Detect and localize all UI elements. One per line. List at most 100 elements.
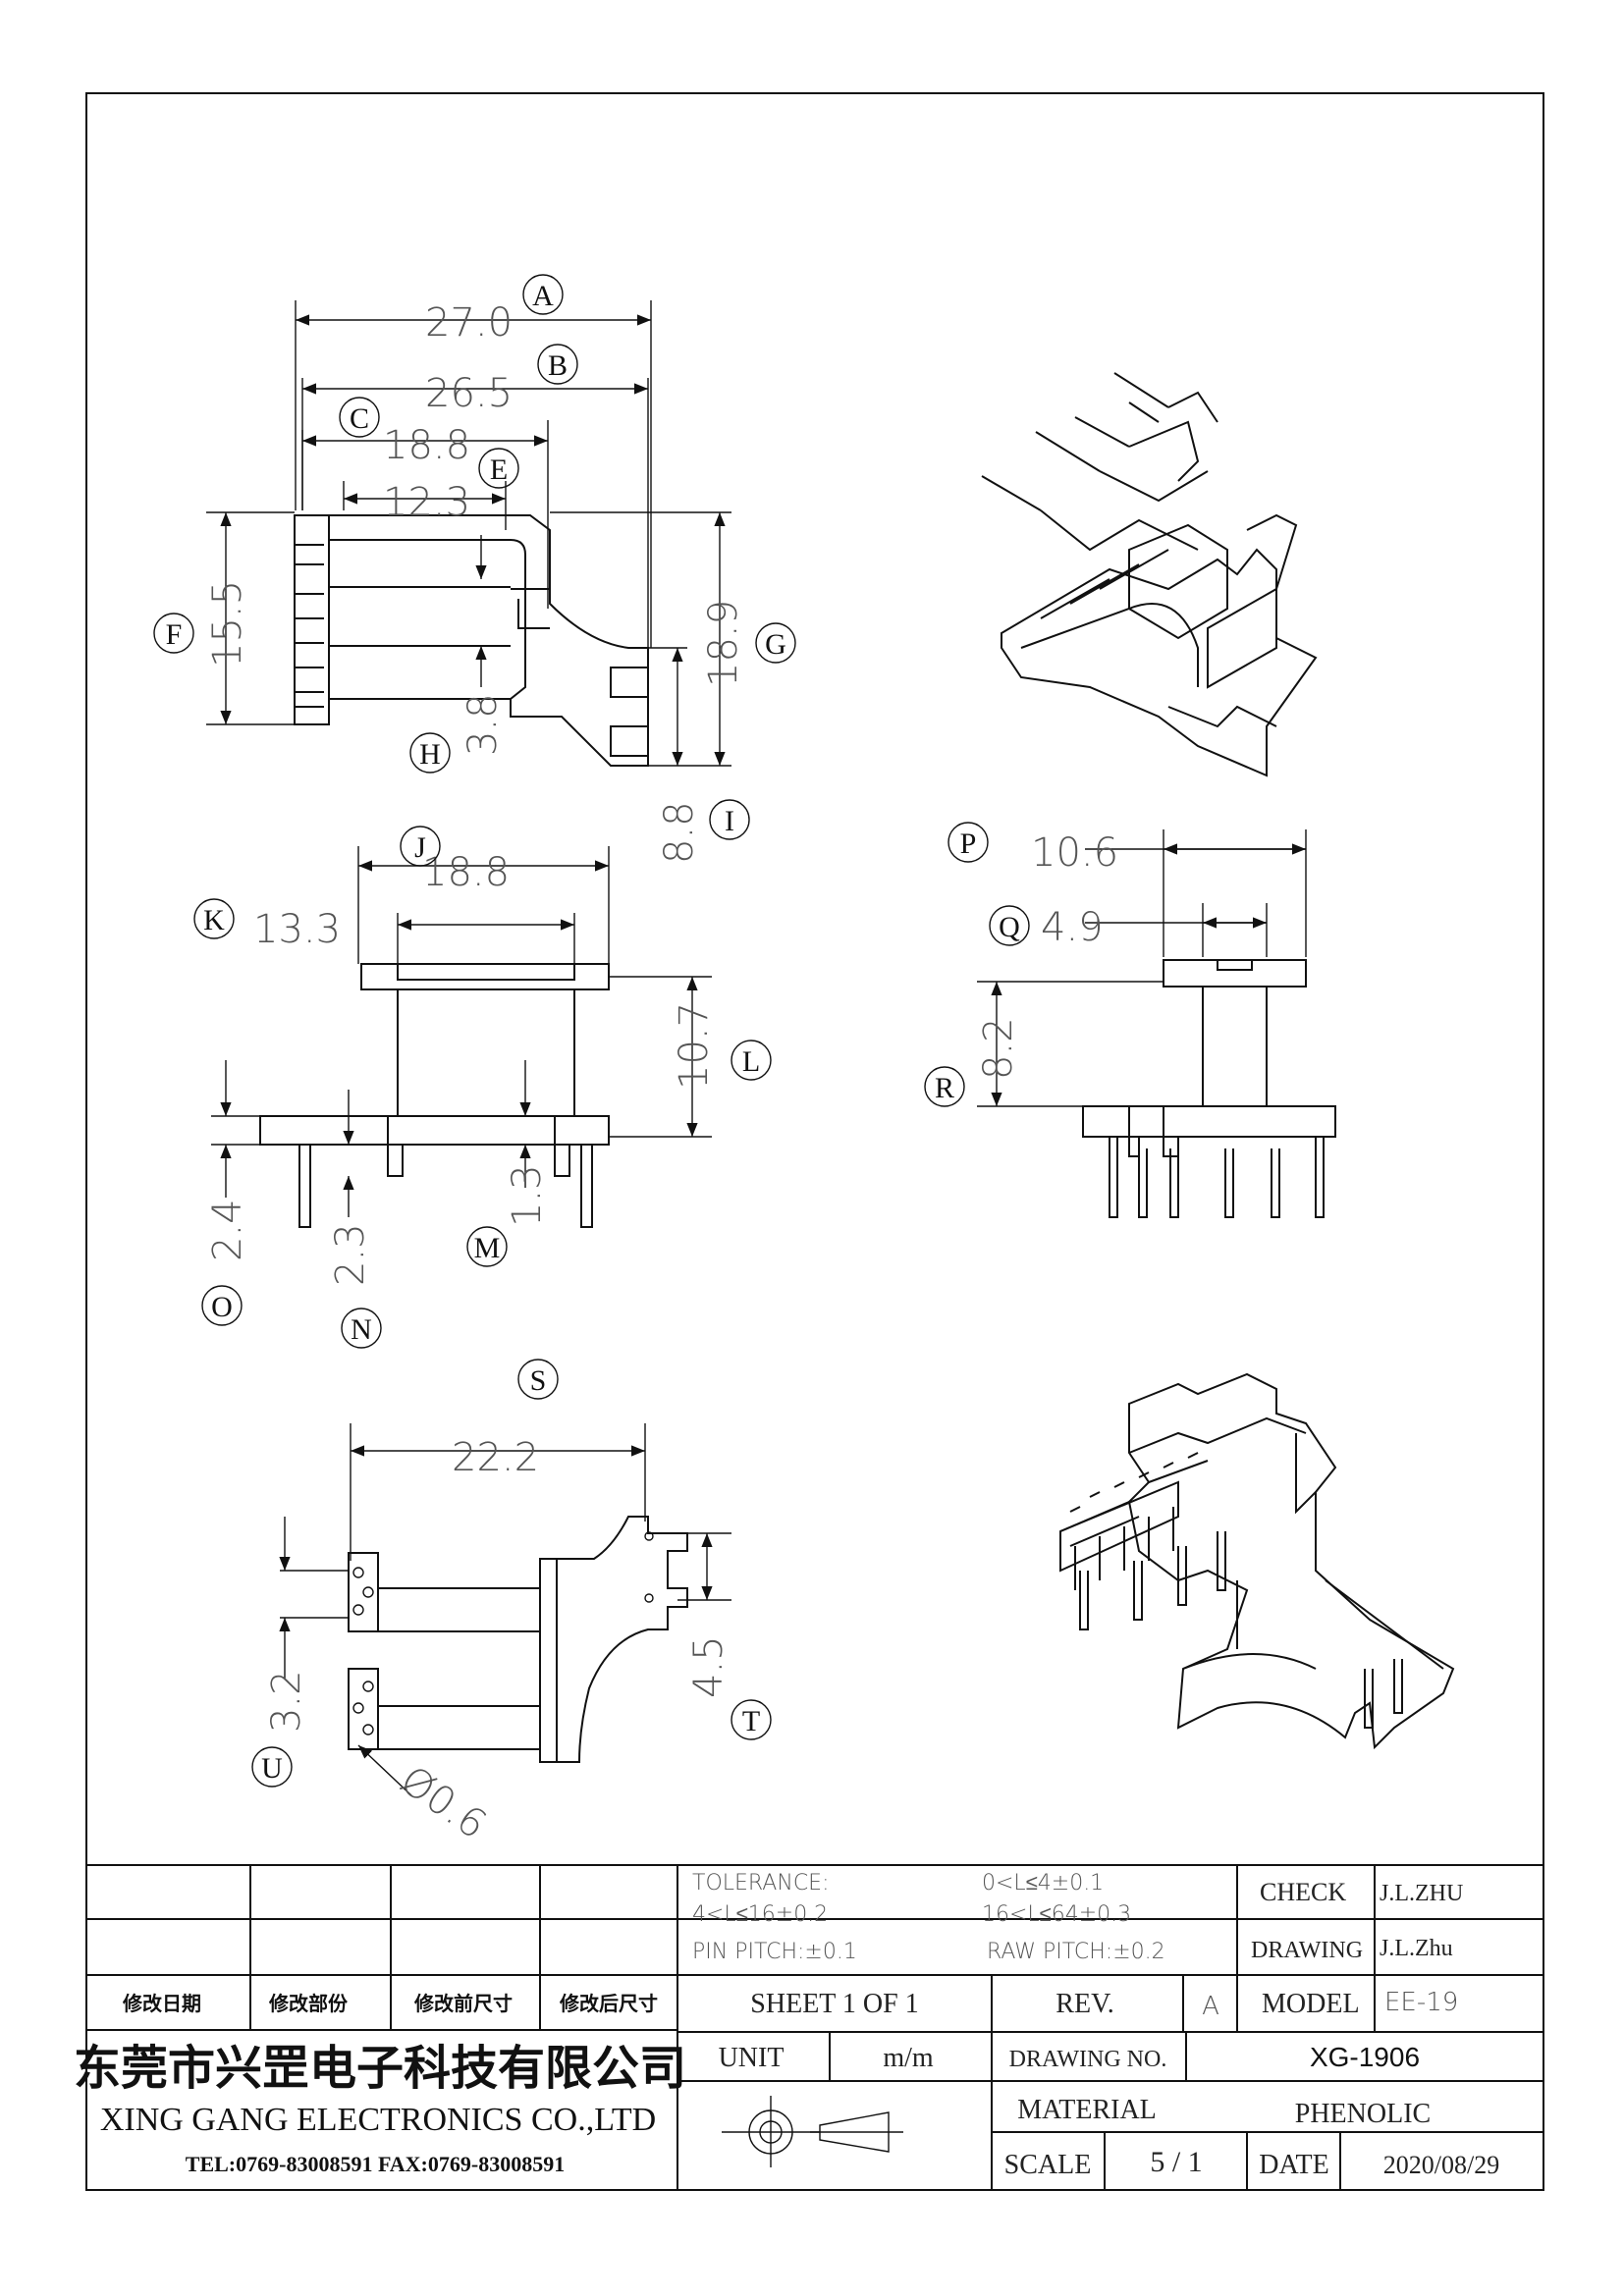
rev-header-part: 修改部份 [268, 1992, 349, 2015]
tolerance-label: TOLERANCE: [692, 1871, 830, 1896]
dim-u-diameter: Ø0.6 [392, 1758, 494, 1848]
dim-k-value: 13.3 [253, 907, 341, 952]
bubble-f: F [153, 613, 194, 654]
material-label: MATERIAL [1017, 2095, 1157, 2125]
title-block: 修改日期 修改部份 修改前尺寸 修改后尺寸 TOLERANCE: 0<L≤4±0… [74, 1864, 1544, 2191]
svg-text:G: G [765, 628, 786, 661]
dim-n-value: 2.3 [328, 1223, 373, 1286]
raw-pitch: RAW PITCH:±0.2 [987, 1940, 1165, 1964]
projection-symbol-icon [722, 2096, 903, 2167]
sheet-text: SHEET 1 OF 1 [750, 1989, 918, 2019]
dimension-texts: 27.0 26.5 18.8 12.3 15.5 18.9 3.8 8.8 18… [205, 300, 1118, 1848]
dim-b-value: 26.5 [425, 371, 513, 416]
isometric-view-top [981, 372, 1318, 777]
dim-a-value: 27.0 [425, 300, 513, 346]
dim-o-value: 2.4 [205, 1199, 250, 1261]
bubble-j: J [400, 826, 441, 867]
company-contact: TEL:0769-83008591 FAX:0769-83008591 [186, 2152, 565, 2176]
tolerance-3: 16<L≤64±0.3 [982, 1902, 1131, 1927]
dim-r-value: 8.2 [976, 1017, 1021, 1080]
svg-text:M: M [474, 1232, 501, 1264]
drawing-no-label: DRAWING NO. [1009, 2047, 1167, 2072]
model-value: EE-19 [1384, 1988, 1458, 2017]
bubble-u: U [251, 1746, 293, 1788]
bubble-r: R [924, 1066, 965, 1107]
dim-e-value: 12.3 [383, 480, 470, 525]
dim-c-value: 18.8 [383, 423, 470, 468]
svg-text:P: P [960, 828, 977, 860]
dim-j-value: 18.8 [422, 850, 510, 895]
bubble-q: Q [989, 905, 1030, 946]
svg-text:S: S [530, 1364, 547, 1397]
svg-text:E: E [490, 454, 508, 486]
rev-label: REV. [1056, 1989, 1113, 2019]
bottom-view [279, 1423, 731, 1797]
svg-text:N: N [351, 1313, 372, 1346]
bubble-t: T [731, 1699, 772, 1740]
dim-p-value: 10.6 [1031, 830, 1118, 876]
svg-text:Q: Q [999, 911, 1020, 943]
pin-pitch: PIN PITCH:±0.1 [692, 1940, 857, 1964]
bubble-o: O [201, 1285, 243, 1326]
svg-text:J: J [414, 831, 426, 864]
rev-header-after: 修改后尺寸 [559, 1992, 658, 2015]
svg-text:B: B [548, 349, 568, 382]
svg-text:K: K [203, 904, 225, 936]
dim-q-value: 4.9 [1041, 905, 1104, 950]
bubble-s: S [517, 1359, 559, 1400]
drawing-value: J.L.Zhu [1380, 1936, 1453, 1961]
dim-h-value: 3.8 [460, 693, 506, 756]
svg-text:F: F [166, 618, 183, 651]
isometric-view-bottom [1059, 1372, 1455, 1750]
bubble-m: M [466, 1226, 508, 1267]
dim-f-value: 15.5 [205, 580, 250, 667]
bubble-i: I [709, 799, 750, 840]
company-name-en: XING GANG ELECTRONICS CO.,LTD [100, 2102, 656, 2138]
check-label: CHECK [1260, 1878, 1346, 1906]
svg-text:R: R [935, 1072, 954, 1104]
rev-header-date: 修改日期 [122, 1992, 201, 2015]
bubble-e: E [478, 448, 519, 489]
drawing-label: DRAWING [1251, 1938, 1363, 1963]
unit-value: m/m [883, 2043, 934, 2073]
material-value: PHENOLIC [1295, 2099, 1431, 2129]
date-label: DATE [1259, 2150, 1329, 2180]
svg-text:A: A [532, 280, 554, 312]
bubble-g: G [755, 622, 796, 664]
rev-header-before: 修改前尺寸 [413, 1992, 513, 2015]
scale-value: 5 / 1 [1150, 2146, 1202, 2178]
bubble-a: A [522, 274, 564, 315]
dim-l-value: 10.7 [672, 1002, 717, 1090]
bubble-b: B [537, 344, 578, 385]
company-name-cn: 东莞市兴罡电子科技有限公司 [74, 2043, 686, 2095]
bubble-h: H [409, 732, 451, 774]
drawing-no-value: XG-1906 [1310, 2042, 1420, 2072]
end-view [977, 829, 1336, 1218]
svg-text:C: C [350, 402, 369, 435]
unit-label: UNIT [719, 2043, 785, 2073]
letter-bubbles: A B C E F G H I J K L M N O P Q R S T U [153, 274, 1030, 1788]
svg-text:L: L [742, 1045, 760, 1078]
svg-text:U: U [261, 1752, 283, 1785]
dim-m-value: 1.3 [505, 1164, 550, 1227]
tolerance-2: 4<L≤16±0.2 [692, 1902, 828, 1927]
dim-i-value: 8.8 [657, 801, 702, 864]
model-label: MODEL [1262, 1989, 1360, 2019]
dim-t-value: 4.5 [686, 1635, 731, 1698]
bubble-k: K [193, 898, 235, 939]
svg-text:O: O [211, 1291, 233, 1323]
check-value: J.L.ZHU [1380, 1881, 1463, 1906]
tolerance-1: 0<L≤4±0.1 [982, 1871, 1104, 1896]
svg-text:I: I [725, 805, 734, 837]
dim-s-value: 22.2 [452, 1435, 539, 1480]
bubble-c: C [339, 397, 380, 438]
scale-label: SCALE [1004, 2150, 1092, 2180]
bubble-p: P [947, 822, 989, 863]
rev-value: A [1202, 1992, 1219, 2021]
svg-text:T: T [742, 1705, 760, 1737]
date-value: 2020/08/29 [1383, 2151, 1499, 2179]
side-view [211, 846, 712, 1228]
dim-u-value: 3.2 [264, 1670, 309, 1733]
front-view [206, 300, 731, 767]
